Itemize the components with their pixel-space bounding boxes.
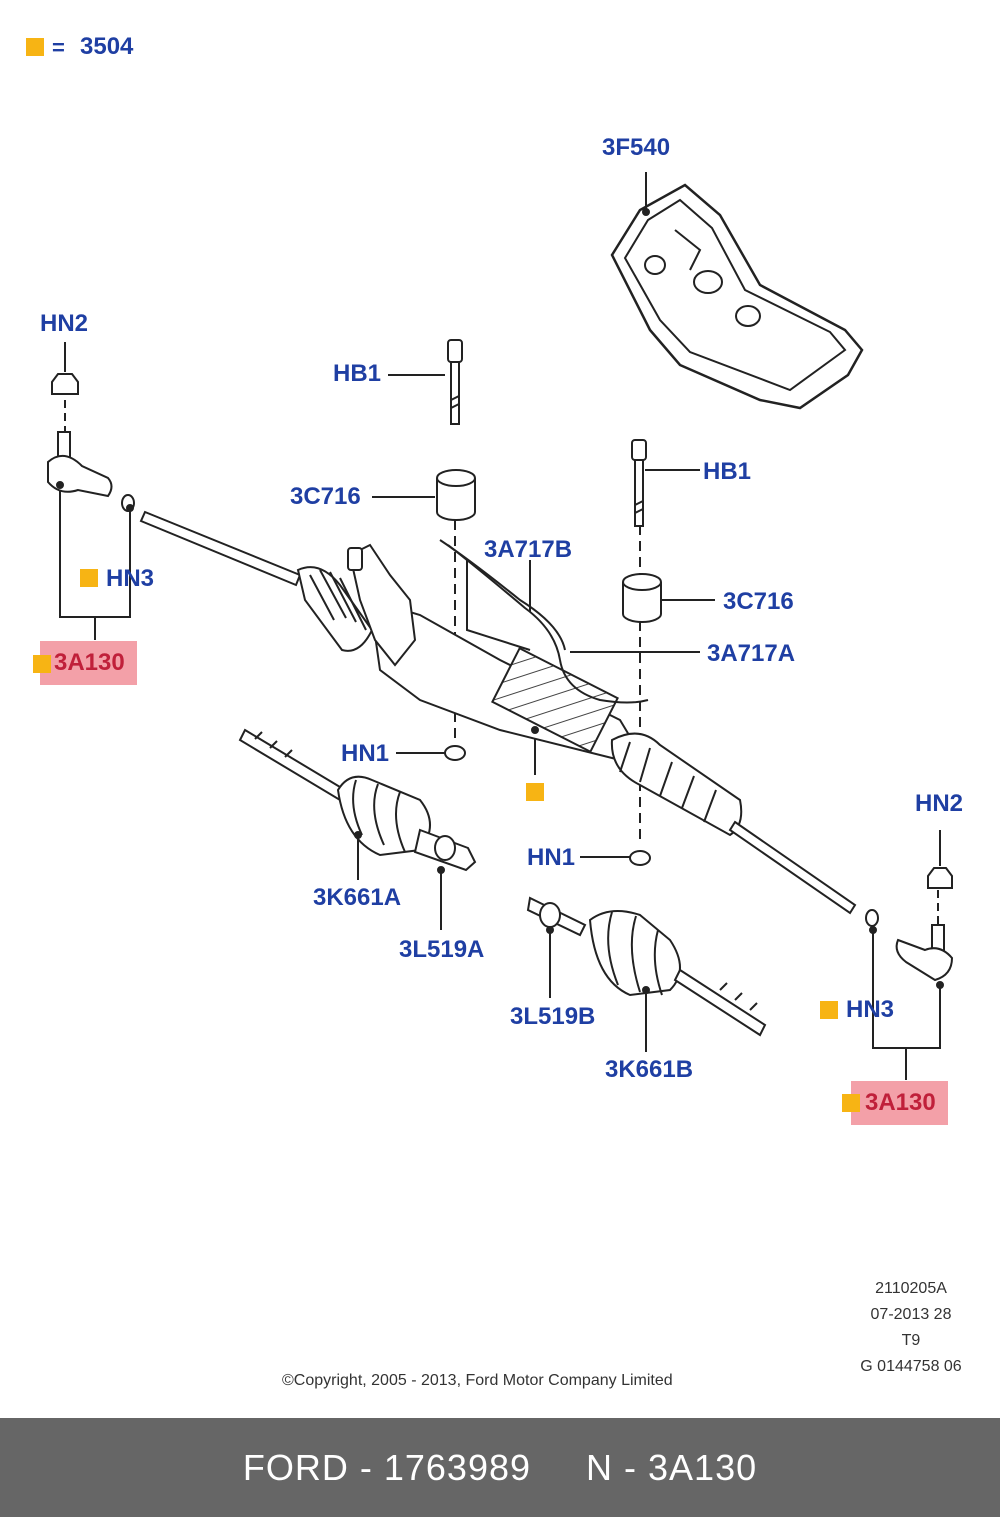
reference-line-1: 2110205A [875,1280,947,1297]
label-3k661b[interactable]: 3K661B [605,1056,694,1083]
reference-line-4: G 0144758 06 [860,1358,962,1375]
diagram-reference-info: 2110205A 07-2013 28 T9 G 0144758 06 [843,1276,979,1380]
tie-rod-end-right[interactable] [895,924,954,982]
nut-hn2-left[interactable] [51,373,79,395]
bolt-hb1-right[interactable] [631,439,647,527]
steering-rack[interactable] [139,510,879,927]
label-hn3-right[interactable]: HN3 [846,996,895,1023]
part-number-footer: FORD - 1763989 N - 3A130 [0,1418,1000,1517]
marker-3a130-right [842,1094,860,1112]
footer-code-part: N - 3A130 [586,1446,758,1488]
heat-shield-part[interactable] [610,183,864,410]
label-hn1-left[interactable]: HN1 [341,740,390,767]
label-3a130-right-highlighted[interactable]: 3A130 [851,1081,948,1125]
label-3c716-right[interactable]: 3C716 [723,588,794,615]
nut-hn2-right[interactable] [927,867,953,889]
label-hn2-right[interactable]: HN2 [915,790,964,817]
label-3a130-left-highlighted[interactable]: 3A130 [40,641,137,685]
legend-code: 3504 [80,33,134,60]
legend-marker [26,38,44,56]
bushing-3c716-right[interactable] [622,573,662,623]
label-3k661a[interactable]: 3K661A [313,884,402,911]
bolt-hb1-top[interactable] [447,339,463,425]
label-hn3-left[interactable]: HN3 [106,565,155,592]
marker-hn3-left [80,569,98,587]
legend-equals: = [52,35,65,60]
footer-gap [531,1447,586,1489]
label-hn2-left[interactable]: HN2 [40,310,89,337]
label-3c716-left[interactable]: 3C716 [290,483,361,510]
label-hn1-bottom[interactable]: HN1 [527,844,576,871]
marker-hn3-right [820,1001,838,1019]
copyright-text: ©Copyright, 2005 - 2013, Ford Motor Comp… [282,1372,673,1389]
label-3a717a[interactable]: 3A717A [707,640,796,667]
footer-brand-part: FORD - 1763989 [242,1446,532,1488]
label-hb1-right[interactable]: HB1 [703,458,752,485]
steering-gear-illustration [47,172,954,1080]
bushing-3c716-left[interactable] [436,469,476,521]
inner-tie-rod-3k661b[interactable] [526,896,767,1037]
label-3l519a[interactable]: 3L519A [399,936,485,963]
reference-line-2: 07-2013 28 [870,1306,952,1323]
label-hb1-top[interactable]: HB1 [333,360,382,387]
marker-3a130-left [33,655,51,673]
label-3a717b[interactable]: 3A717B [484,536,573,563]
marker-rack [526,783,544,801]
tie-rod-end-left[interactable] [47,431,135,512]
label-3f540[interactable]: 3F540 [602,134,671,161]
reference-line-3: T9 [901,1332,921,1349]
label-3l519b[interactable]: 3L519B [510,1003,596,1030]
